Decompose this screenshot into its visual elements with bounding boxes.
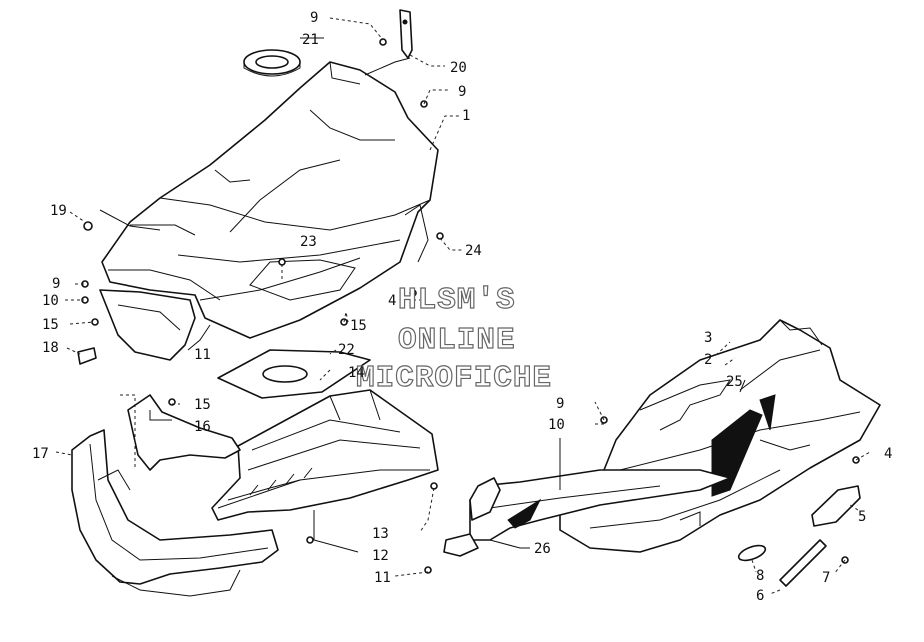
callout-4: 4	[884, 446, 892, 462]
bracket-20	[399, 9, 413, 59]
leader-lines	[55, 17, 871, 595]
callout-26: 26	[534, 541, 551, 557]
pad-5	[811, 485, 861, 527]
callout-9: 9	[458, 84, 466, 100]
callout-7: 7	[822, 570, 830, 586]
plate-22	[217, 349, 371, 399]
callout-10: 10	[42, 293, 59, 309]
callout-labels: 9 21 20 9 1 19 23 24 9 10 4 15 15 18 22 …	[32, 10, 892, 604]
callout-9: 9	[52, 276, 60, 292]
bracket-16	[127, 394, 241, 471]
callout-11: 11	[374, 570, 391, 586]
callout-16: 16	[194, 419, 211, 435]
callout-5: 5	[858, 509, 866, 525]
callout-9: 9	[310, 10, 318, 26]
callout-21: 21	[302, 32, 319, 48]
nose-bumper	[71, 429, 279, 597]
callout-9: 9	[556, 396, 564, 412]
watermark-line-2: ONLINE	[398, 323, 516, 358]
callout-24: 24	[465, 243, 482, 259]
decal-26	[507, 498, 542, 529]
callout-23: 23	[300, 234, 317, 250]
callout-13: 13	[372, 526, 389, 542]
callout-6: 6	[756, 588, 764, 604]
strip-6	[779, 539, 827, 587]
callout-22: 22	[338, 342, 355, 358]
callout-17: 17	[32, 446, 49, 462]
callout-19: 19	[50, 203, 67, 219]
watermark: HLSM'S ONLINE MICROFICHE	[355, 282, 552, 396]
grommet-ring	[243, 49, 301, 77]
side-ear-panel	[99, 289, 196, 361]
callout-10: 10	[548, 417, 565, 433]
upper-belly-pan	[101, 61, 439, 339]
watermark-line-3: MICROFICHE	[356, 361, 552, 396]
callout-20: 20	[450, 60, 467, 76]
callout-1: 1	[462, 108, 470, 124]
decal-25	[711, 394, 776, 497]
pad-8	[737, 544, 767, 562]
callout-2: 2	[704, 352, 712, 368]
callout-15: 15	[194, 397, 211, 413]
callout-14: 14	[348, 365, 365, 381]
callout-15: 15	[42, 317, 59, 333]
callout-11: 11	[194, 347, 211, 363]
callout-12: 12	[372, 548, 389, 564]
lower-belly-pan	[211, 389, 439, 521]
callout-4: 4	[388, 293, 396, 309]
callout-18: 18	[42, 340, 59, 356]
callout-3: 3	[704, 330, 712, 346]
callout-25: 25	[726, 374, 743, 390]
fasteners	[77, 38, 860, 574]
bracket-11-right	[443, 533, 479, 557]
callout-8: 8	[756, 568, 764, 584]
callout-15: 15	[350, 318, 367, 334]
watermark-line-1: HLSM'S	[398, 283, 516, 318]
